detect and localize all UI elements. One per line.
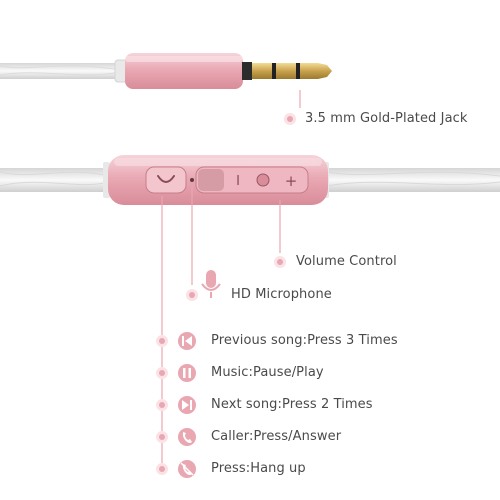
function-label-hangup: Press:Hang up — [211, 461, 306, 476]
volume-rocker: I + — [195, 166, 309, 194]
cable-middle — [0, 168, 500, 192]
function-dots — [156, 335, 168, 475]
microphone-icon — [201, 270, 221, 298]
audio-jack — [114, 53, 332, 89]
volume-leader — [274, 200, 286, 268]
function-label-answer: Caller:Press/Answer — [211, 429, 342, 444]
volume-control-label: Volume Control — [296, 254, 397, 269]
next-icon — [178, 396, 196, 414]
cable-top — [0, 63, 121, 79]
remote-control: I + — [103, 155, 329, 205]
previous-icon — [178, 332, 196, 350]
microphone-hole — [190, 178, 194, 182]
call-button — [145, 166, 187, 194]
jack-label: 3.5 mm Gold-Plated Jack — [305, 111, 468, 126]
hangup-icon — [178, 460, 196, 478]
volume-down-label: I — [236, 174, 240, 189]
microphone-label: HD Microphone — [231, 287, 332, 302]
function-label-pause: Music:Pause/Play — [211, 365, 324, 380]
pause-icon — [178, 364, 196, 382]
volume-up-label: + — [285, 172, 298, 190]
microphone-leader — [186, 186, 198, 301]
function-label-next: Next song:Press 2 Times — [211, 397, 373, 412]
jack-leader — [284, 90, 301, 125]
phone-icon — [178, 428, 196, 446]
function-label-previous: Previous song:Press 3 Times — [211, 333, 398, 348]
